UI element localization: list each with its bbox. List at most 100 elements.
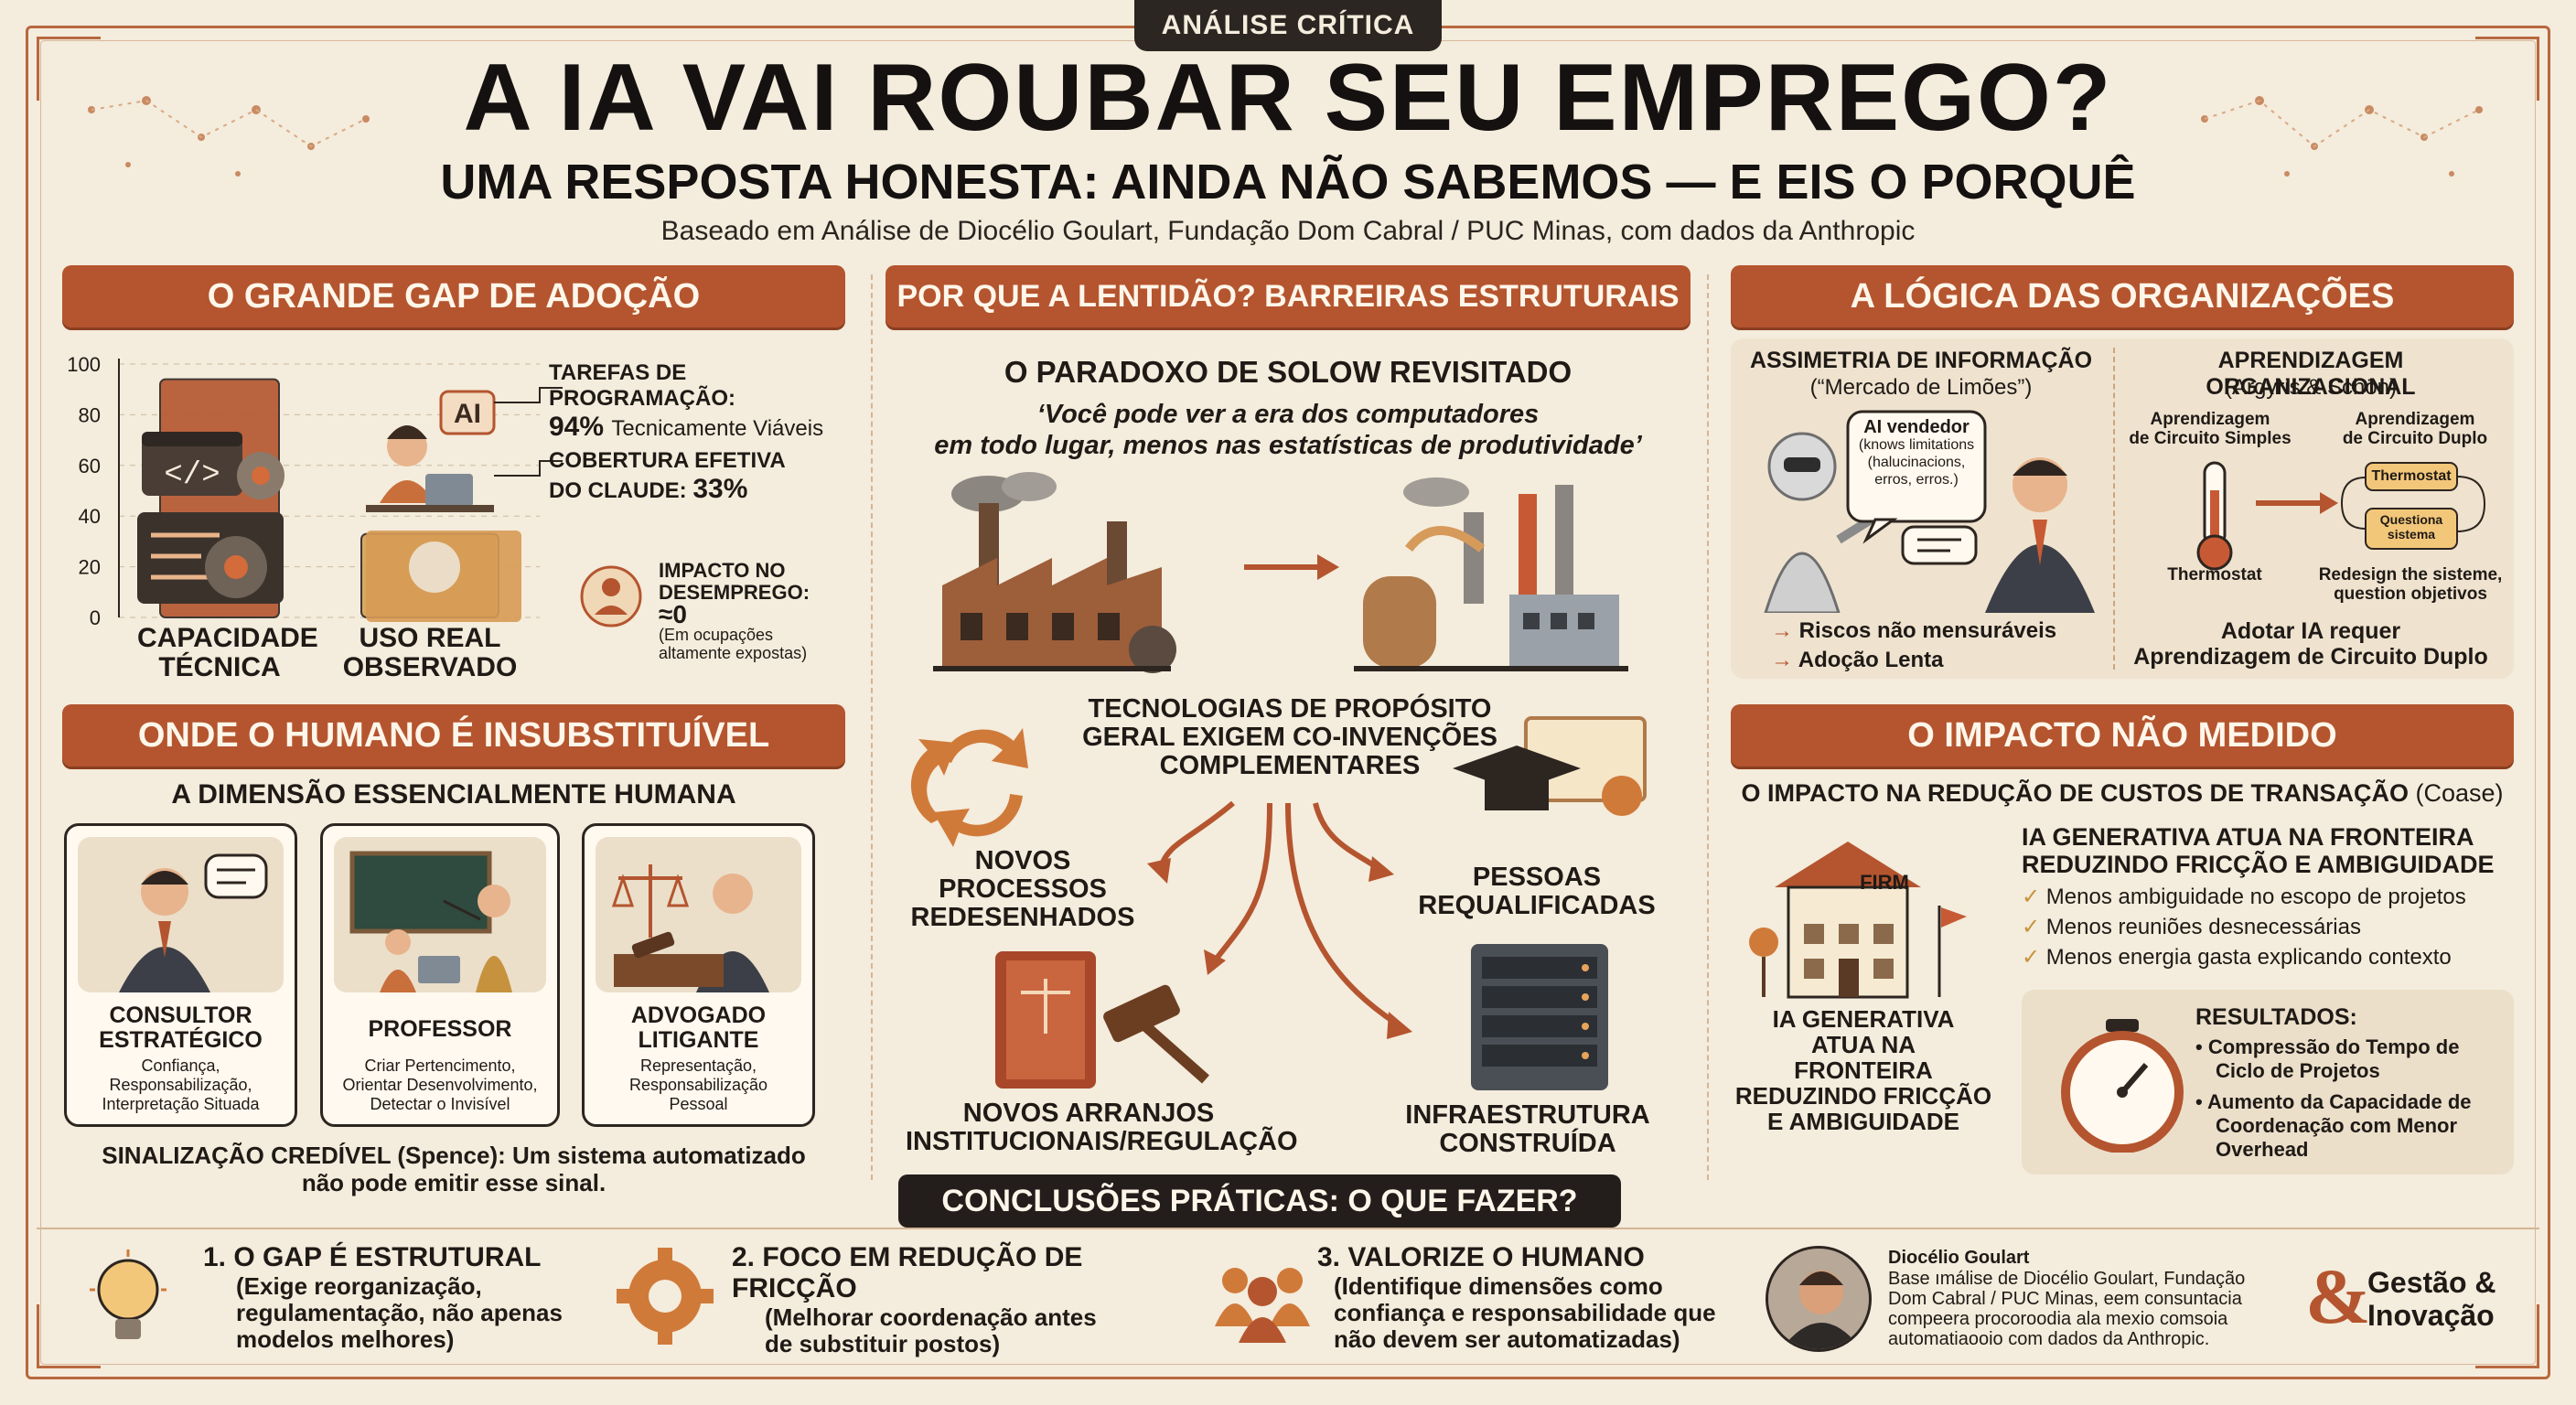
column-divider bbox=[871, 274, 873, 1180]
card-teacher-title: PROFESSOR bbox=[368, 1016, 512, 1042]
human-heading: A DIMENSÃO ESSENCIALMENTE HUMANA bbox=[171, 779, 736, 810]
header-tag: ANÁLISE CRÍTICA bbox=[1134, 0, 1442, 51]
redesign-label: Redesign the sisteme,question objetivos bbox=[2318, 565, 2503, 604]
conclusions-divider bbox=[37, 1228, 2539, 1229]
gear-icon bbox=[205, 452, 284, 598]
author-credit: Diocélio Goulart Base ımálise de Diocéli… bbox=[1888, 1248, 2246, 1349]
person-icon bbox=[580, 565, 642, 627]
logo-text: Gestão & Inovação bbox=[2367, 1266, 2496, 1332]
solow-heading: O PARADOXO DE SOLOW REVISITADO bbox=[1004, 355, 1572, 389]
page-subtitle: UMA RESPOSTA HONESTA: AINDA NÃO SABEMOS … bbox=[440, 155, 2136, 209]
svg-text:AI: AI bbox=[454, 399, 481, 429]
conclusion-item-3: 3. VALORIZE O HUMANO (Identifique dimens… bbox=[1317, 1242, 1716, 1353]
barriers-banner: POR QUE A LENTIDÃO? BARREIRAS ESTRUTURAI… bbox=[886, 265, 1690, 327]
conclusions-banner: CONCLUSÕES PRÁTICAS: O QUE FAZER? bbox=[898, 1174, 1621, 1228]
person-laptop-icon bbox=[366, 425, 521, 622]
consultant-illustration bbox=[78, 837, 284, 992]
human-banner: ONDE O HUMANO É INSUBSTITUÍVEL bbox=[62, 704, 845, 767]
svg-text:</>: </> bbox=[164, 458, 220, 493]
card-lawyer: ADVOGADO LITIGANTE Representação, Respon… bbox=[582, 823, 815, 1127]
firm-caption: IA GENERATIVA ATUA NA FRONTEIRA REDUZIND… bbox=[1734, 1005, 1992, 1135]
card-consultant-desc: Interpretação Situada bbox=[102, 1095, 260, 1113]
y-tick-label: 20 bbox=[79, 556, 101, 579]
friction-checklist: ✓ Menos ambiguidade no escopo de projeto… bbox=[2022, 885, 2466, 970]
gap-banner: O GRANDE GAP DE ADOÇÃO bbox=[62, 265, 845, 327]
stat-unemployment: IMPACTO NO DESEMPREGO: ≈0 (Em ocupações … bbox=[659, 559, 810, 663]
info-asymmetry-sub: (“Mercado de Limões”) bbox=[1809, 375, 2033, 400]
graduation-icon bbox=[1453, 716, 1647, 816]
card-teacher: PROFESSOR Criar Pertencimento, Orientar … bbox=[320, 823, 560, 1127]
law-book-icon bbox=[995, 951, 1209, 1089]
card-teacher-desc: Criar Pertencimento, bbox=[364, 1056, 516, 1075]
y-tick-label: 100 bbox=[67, 353, 101, 376]
source-line: Baseado em Análise de Diocélio Goulart, … bbox=[660, 216, 1916, 246]
corner-ornament bbox=[37, 1304, 101, 1368]
server-rack-icon bbox=[1471, 944, 1608, 1090]
results-panel: RESULTADOS: • Compressão do Tempo de Cic… bbox=[2022, 990, 2514, 1174]
org-learning-sub: (Argyris & Schön) bbox=[2224, 375, 2398, 400]
card-consultant-title: CONSULTOR bbox=[109, 1003, 252, 1028]
lightbulb-icon bbox=[90, 1249, 166, 1339]
column-divider bbox=[1707, 274, 1709, 1180]
old-factory-icon bbox=[933, 472, 1176, 673]
co-invention-arrows bbox=[910, 716, 1647, 1090]
conclusion-item-1: 1. O GAP É ESTRUTURAL (Exige reorganizaç… bbox=[203, 1242, 563, 1353]
check-icon: ✓ bbox=[2022, 915, 2041, 939]
corner-ornament bbox=[2475, 1304, 2539, 1368]
card-consultant-desc: Confiança, bbox=[141, 1056, 220, 1075]
dot-pattern-left bbox=[88, 96, 370, 177]
thermostat-box: Thermostat bbox=[2371, 468, 2452, 484]
card-consultant-desc: Responsabilização, bbox=[109, 1076, 252, 1094]
card-teacher-desc: Detectar o Invisível bbox=[370, 1095, 510, 1113]
businessman-icon bbox=[1985, 457, 2095, 613]
stat-coverage: COBERTURA EFETIVA DO CLAUDE: 33% bbox=[549, 448, 786, 504]
results-title: RESULTADOS: bbox=[2195, 1004, 2357, 1030]
modern-factory-icon bbox=[1354, 477, 1628, 671]
dot-pattern-right bbox=[2201, 96, 2483, 177]
solow-quote: ‘Você pode ver a era dos computadores em… bbox=[934, 400, 1642, 460]
credible-signal: SINALIZAÇÃO CREDÍVEL (Spence): Um sistem… bbox=[102, 1142, 806, 1196]
teacher-illustration bbox=[334, 837, 546, 992]
recycle-icon bbox=[910, 728, 1028, 847]
thermometer-icon bbox=[2196, 461, 2233, 571]
gear-icon bbox=[617, 1248, 714, 1345]
lemons-illustration bbox=[1764, 410, 2095, 613]
check-icon: ✓ bbox=[2022, 885, 2041, 909]
card-consultant-title: ESTRATÉGICO bbox=[99, 1027, 263, 1053]
card-lawyer-desc: Responsabilização bbox=[628, 1076, 768, 1094]
lemons-risks: → Riscos não mensuráveis → Adoção Lenta bbox=[1771, 618, 2057, 672]
logic-divider bbox=[2113, 348, 2115, 670]
card-consultant: CONSULTOR ESTRATÉGICO Confiança, Respons… bbox=[64, 823, 297, 1127]
card-lawyer-title: LITIGANTE bbox=[638, 1027, 759, 1053]
loop-diagram bbox=[2196, 461, 2486, 571]
y-tick-label: 40 bbox=[79, 505, 101, 528]
corner-ornament bbox=[37, 37, 101, 101]
impact-banner: O IMPACTO NÃO MEDIDO bbox=[1731, 704, 2514, 767]
gpt-center: TECNOLOGIAS DE PROPÓSITO GERAL EXIGEM CO… bbox=[1082, 694, 1497, 780]
ai-badge: AI bbox=[439, 390, 496, 435]
conclusion-item-2: 2. FOCO EM REDUÇÃO DE FRICÇÃO (Melhorar … bbox=[732, 1242, 1097, 1357]
card-teacher-desc: Orientar Desenvolvimento, bbox=[342, 1076, 538, 1094]
card-lawyer-title: ADVOGADO bbox=[630, 1003, 767, 1028]
card-lawyer-desc: Representação, bbox=[639, 1056, 757, 1075]
results-list: • Compressão do Tempo de Ciclo de Projet… bbox=[2195, 1035, 2472, 1161]
corner-ornament bbox=[2475, 37, 2539, 101]
lawyer-illustration bbox=[596, 837, 801, 992]
org-learning-title: APRENDIZAGEM ORGANIZACIONAL bbox=[2206, 348, 2416, 400]
logic-banner: A LÓGICA DAS ORGANIZAÇÕES bbox=[1731, 265, 2514, 327]
ai-seller-bubble: AI vendedor (knows limitations (halucina… bbox=[1858, 417, 1975, 488]
check-icon: ✓ bbox=[2022, 945, 2041, 970]
info-asymmetry-title: ASSIMETRIA DE INFORMAÇÃO bbox=[1749, 348, 2093, 373]
y-tick-label: 0 bbox=[90, 606, 101, 629]
y-tick-label: 80 bbox=[79, 403, 101, 426]
